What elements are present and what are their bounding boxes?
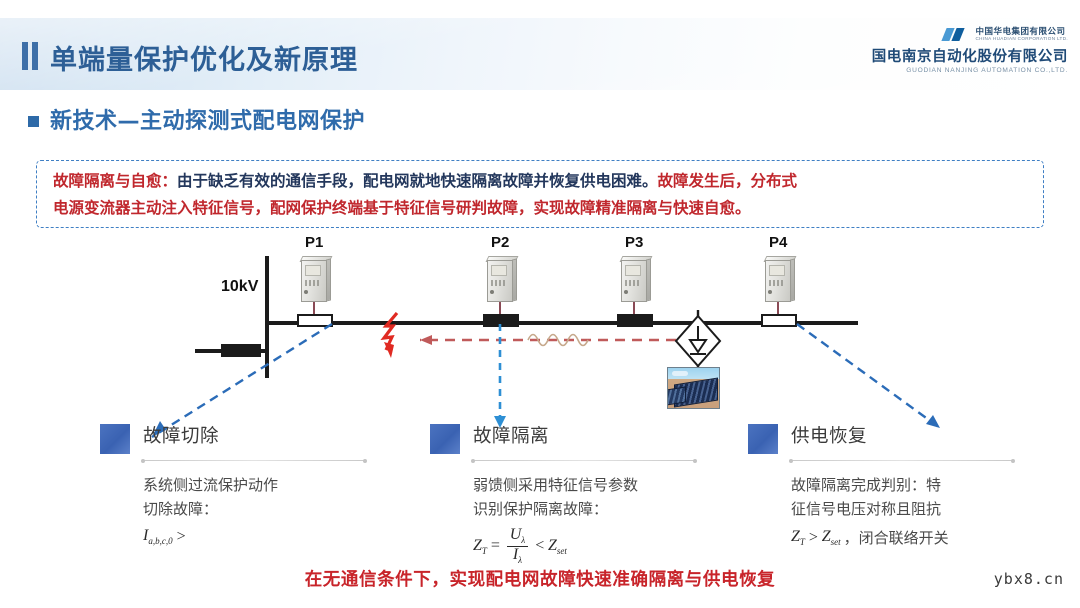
logo-group-en: CHINA HUADIAN CORPORATION LTD. bbox=[975, 35, 1068, 41]
breaker-p1 bbox=[297, 314, 333, 327]
breaker-p3 bbox=[617, 314, 653, 327]
callout-rule-3 bbox=[789, 458, 1015, 463]
callout-title-2: 故障隔离 bbox=[473, 426, 550, 447]
note-line-2: 电源变流器主动注入特征信号，配网保护终端基于特征信号研判故障，实现故障精准隔离与… bbox=[53, 199, 751, 217]
formula2-den: I bbox=[512, 545, 519, 563]
logo-company-en: GUODIAN NANJING AUTOMATION CO.,LTD. bbox=[906, 66, 1068, 74]
callout-body-2-line-2: 识别保护隔离故障： bbox=[473, 500, 609, 518]
callout-title-1: 故障切除 bbox=[143, 426, 220, 447]
voltage-label: 10kV bbox=[221, 278, 259, 295]
note-line-1: 故障隔离与自愈：由于缺乏有效的通信手段，配电网就地快速隔离故障并恢复供电困难。故… bbox=[53, 168, 1029, 195]
callout-square-icon-2 bbox=[430, 424, 460, 454]
formula2-num: U bbox=[509, 526, 522, 543]
formula2-fraction: Uλ Iλ bbox=[506, 526, 529, 565]
callout-fault-isolation: 故障隔离 弱馈侧采用特征信号参数 识别保护隔离故障： ZT = Uλ Iλ < … bbox=[430, 422, 730, 565]
formula3-tail: ，闭合联络开关 bbox=[843, 529, 949, 547]
incoming-breaker bbox=[221, 344, 261, 357]
note-line1-navy: 由于缺乏有效的通信手段，配电网就地快速隔离故障并恢复供电困难。 bbox=[177, 172, 658, 190]
callout-body-1-line-2: 切除故障： bbox=[143, 500, 219, 518]
note-line1-red: 故障隔离与自愈： bbox=[53, 172, 178, 190]
callout-power-restoration: 供电恢复 故障隔离完成判别：特 征信号电压对称且阻抗 ZT > Zset ，闭合… bbox=[748, 422, 1048, 548]
network-diagram: 10kV P1 P2 P3 bbox=[0, 232, 1080, 439]
relay-drop-p3 bbox=[633, 302, 635, 320]
busbar bbox=[265, 256, 269, 378]
logo-company-cn: 国电南京自动化股份有限公司 bbox=[871, 48, 1068, 65]
solar-panel-icon bbox=[667, 367, 720, 409]
highlight-note-box: 故障隔离与自愈：由于缺乏有效的通信手段，配电网就地快速隔离故障并恢复供电困难。故… bbox=[36, 160, 1044, 228]
callout-body-3-line-2: 征信号电压对称且阻抗 bbox=[791, 500, 942, 518]
company-logo: 中国华电集团有限公司 CHINA HUADIAN CORPORATION LTD… bbox=[864, 28, 1068, 74]
section-heading: 新技术—主动探测式配电网保护 bbox=[28, 103, 365, 135]
callout-pointer-lines bbox=[151, 322, 941, 439]
callout-rule-2 bbox=[471, 458, 697, 463]
formula2-num-sub: λ bbox=[521, 535, 526, 546]
note-line1-red2: 故障发生后，分布式 bbox=[657, 172, 798, 190]
formula1-op: > bbox=[175, 527, 187, 545]
feeder-line bbox=[265, 321, 858, 325]
callout-body-1-line-1: 系统侧过流保护动作 bbox=[143, 476, 279, 494]
device-label-p1: P1 bbox=[305, 234, 324, 251]
relay-drop-p4 bbox=[777, 302, 779, 320]
formula1-lhs-sub: a,b,c,0 bbox=[148, 536, 173, 547]
formula2-lhs: Z bbox=[473, 536, 482, 554]
formula2-lhs-sub: T bbox=[481, 545, 487, 556]
protection-relay-icon-p4 bbox=[762, 256, 797, 302]
formula2-op: < bbox=[534, 537, 545, 555]
fault-bolt-icon bbox=[380, 312, 399, 358]
formula2-eq: = bbox=[489, 537, 501, 555]
callout-formula-3: ZT > Zset ，闭合联络开关 bbox=[791, 527, 1048, 548]
formula3-lhs: Z bbox=[791, 527, 800, 545]
square-bullet-icon bbox=[28, 115, 39, 127]
protection-relay-icon-p2 bbox=[484, 256, 519, 302]
relay-drop-p2 bbox=[499, 302, 501, 320]
huadian-logo-mark-icon bbox=[941, 28, 970, 42]
conclusion-text: 在无通信条件下，实现配电网故障快速准确隔离与供电恢复 bbox=[304, 570, 776, 590]
formula3-op: > bbox=[807, 528, 819, 546]
formula1-lhs: I bbox=[143, 527, 149, 544]
device-label-p3: P3 bbox=[625, 234, 644, 251]
device-label-p4: P4 bbox=[769, 234, 788, 251]
callout-rule-1 bbox=[141, 458, 367, 463]
current-source-icon bbox=[674, 310, 722, 372]
callout-square-icon-3 bbox=[748, 424, 778, 454]
callout-title-3: 供电恢复 bbox=[791, 426, 868, 447]
device-label-p2: P2 bbox=[491, 234, 510, 251]
section-heading-label: 新技术—主动探测式配电网保护 bbox=[50, 109, 366, 134]
protection-relay-icon-p1 bbox=[298, 256, 333, 302]
callout-square-icon-1 bbox=[100, 424, 130, 454]
formula2-den-sub: λ bbox=[518, 554, 523, 565]
callout-body-2-line-1: 弱馈侧采用特征信号参数 bbox=[473, 476, 639, 494]
formula2-rhs: Z bbox=[547, 536, 557, 554]
callout-fault-clearing: 故障切除 系统侧过流保护动作 切除故障： Ia,b,c,0 > bbox=[100, 422, 400, 546]
page-title: 单端量保护优化及新原理 bbox=[50, 45, 358, 76]
formula3-lhs-sub: T bbox=[799, 537, 805, 548]
callout-formula-1: Ia,b,c,0 > bbox=[143, 527, 400, 546]
formula2-rhs-sub: set bbox=[556, 545, 567, 556]
formula3-rhs-sub: set bbox=[830, 537, 841, 548]
protection-relay-icon-p3 bbox=[618, 256, 653, 302]
relay-drop-p1 bbox=[313, 302, 315, 320]
double-bar-icon bbox=[22, 42, 38, 70]
formula3-rhs: Z bbox=[821, 527, 831, 545]
watermark: ybx8.cn bbox=[993, 570, 1064, 588]
logo-group-cn: 中国华电集团有限公司 bbox=[975, 27, 1066, 37]
breaker-p4 bbox=[761, 314, 797, 327]
callout-formula-2: ZT = Uλ Iλ < Zset bbox=[473, 526, 730, 565]
sine-wave-icon bbox=[527, 333, 589, 347]
callout-body-3-line-1: 故障隔离完成判别：特 bbox=[791, 476, 942, 494]
